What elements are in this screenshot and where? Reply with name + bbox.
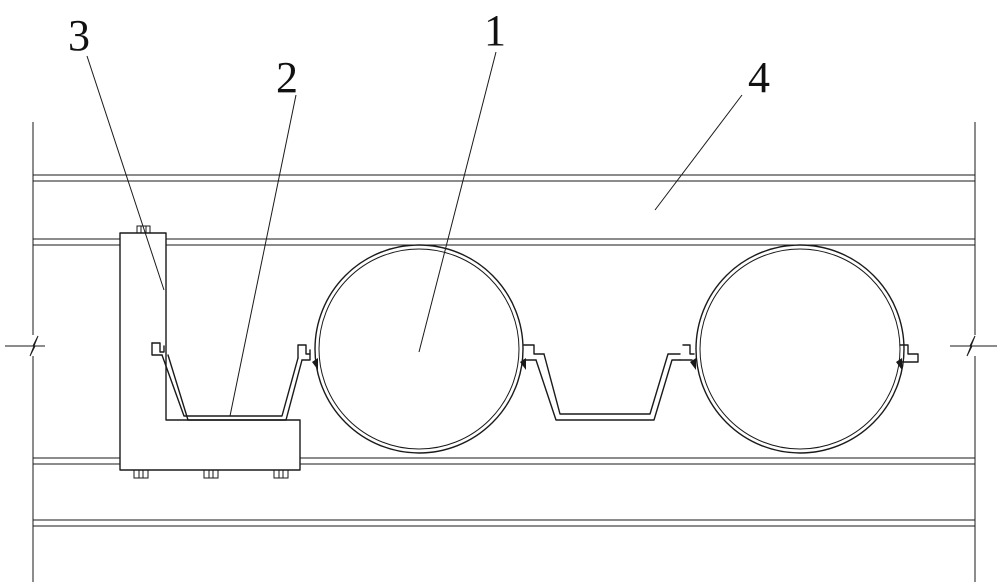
beam-structure xyxy=(33,175,975,526)
right-boundary xyxy=(950,122,997,582)
label-2: 2 xyxy=(276,53,298,102)
bolt-bottom-2 xyxy=(204,470,218,478)
label-3: 3 xyxy=(68,11,90,60)
tube-1 xyxy=(315,245,523,453)
bolt-bottom-1 xyxy=(134,470,148,478)
label-1: 1 xyxy=(484,6,506,55)
left-boundary xyxy=(5,122,45,582)
leader-lines xyxy=(87,52,742,416)
label-4: 4 xyxy=(748,53,770,102)
tube-2 xyxy=(696,245,904,453)
trough-profile xyxy=(152,343,918,420)
bolt-bottom-3 xyxy=(274,470,288,478)
l-bracket xyxy=(120,226,300,478)
